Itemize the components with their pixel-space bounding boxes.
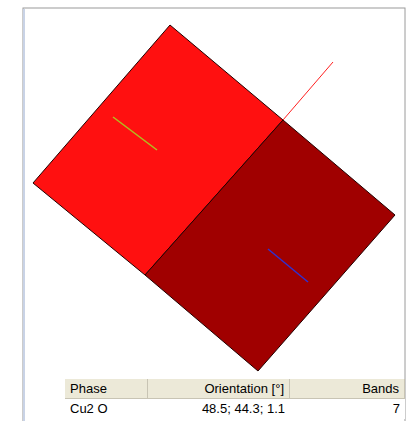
cube-face-dark bbox=[145, 120, 395, 371]
row-cell: 7 bbox=[290, 399, 405, 419]
header-cell: Orientation [°] bbox=[148, 379, 290, 399]
axis-line-blue bbox=[268, 249, 308, 282]
panel-edge bbox=[23, 9, 25, 421]
table-cell: Cu2 O bbox=[70, 401, 108, 416]
column-header: Orientation [°] bbox=[204, 381, 284, 396]
header-cell: Phase bbox=[65, 379, 148, 399]
axis-line-red bbox=[283, 62, 333, 120]
row-cell: Cu2 O bbox=[65, 399, 148, 419]
table-cell: 7 bbox=[393, 401, 400, 416]
panel-frame bbox=[23, 8, 405, 421]
header-cell: Bands bbox=[290, 379, 405, 399]
table-cell: 48.5; 44.3; 1.1 bbox=[202, 401, 285, 416]
row-cell: 48.5; 44.3; 1.1 bbox=[148, 399, 290, 419]
column-header: Bands bbox=[362, 381, 399, 396]
axis-line-green bbox=[113, 117, 157, 150]
column-header: Phase bbox=[70, 381, 107, 396]
